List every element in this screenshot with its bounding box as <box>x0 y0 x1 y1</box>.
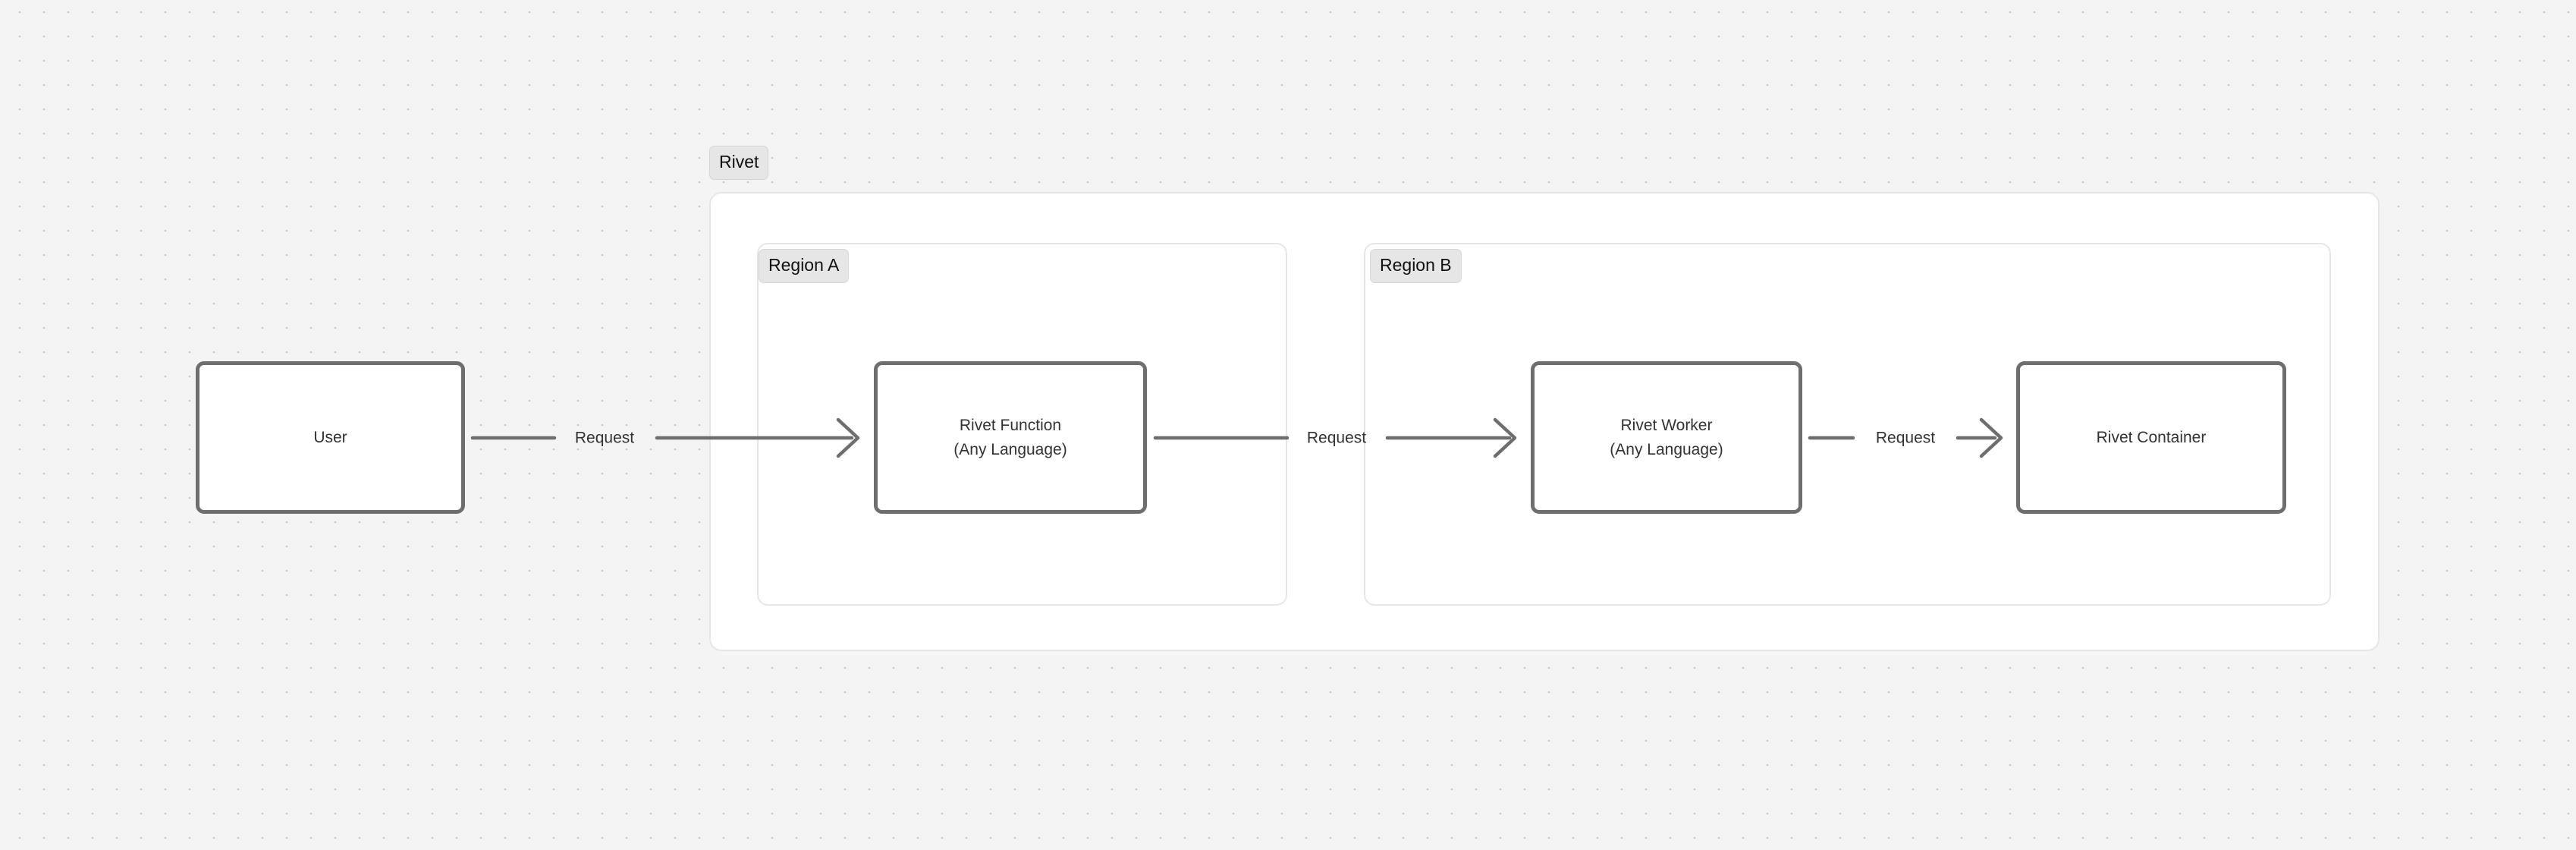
group-label-rivet[interactable]: Rivet <box>709 146 769 180</box>
group-label-region-a[interactable]: Region A <box>759 249 850 283</box>
group-label-region-b[interactable]: Region B <box>1370 249 1462 283</box>
node-rivet-worker[interactable]: Rivet Worker (Any Language) <box>1531 361 1802 514</box>
node-rivet-function[interactable]: Rivet Function (Any Language) <box>874 361 1147 514</box>
node-rivet-container-label: Rivet Container <box>2096 428 2207 446</box>
node-rivet-container[interactable]: Rivet Container <box>2016 361 2286 514</box>
edge-label-request-2: Request <box>1306 429 1367 447</box>
edge-label-request-1: Request <box>574 429 635 447</box>
node-rivet-worker-label: Rivet Worker <box>1620 416 1713 434</box>
node-rivet-function-label: Rivet Function <box>959 416 1062 434</box>
node-rivet-function-sublabel: (Any Language) <box>953 440 1067 458</box>
edge-label-request-3: Request <box>1875 429 1936 447</box>
node-user-label: User <box>313 428 347 446</box>
node-rivet-worker-sublabel: (Any Language) <box>1610 440 1723 458</box>
node-user[interactable]: User <box>196 361 465 514</box>
